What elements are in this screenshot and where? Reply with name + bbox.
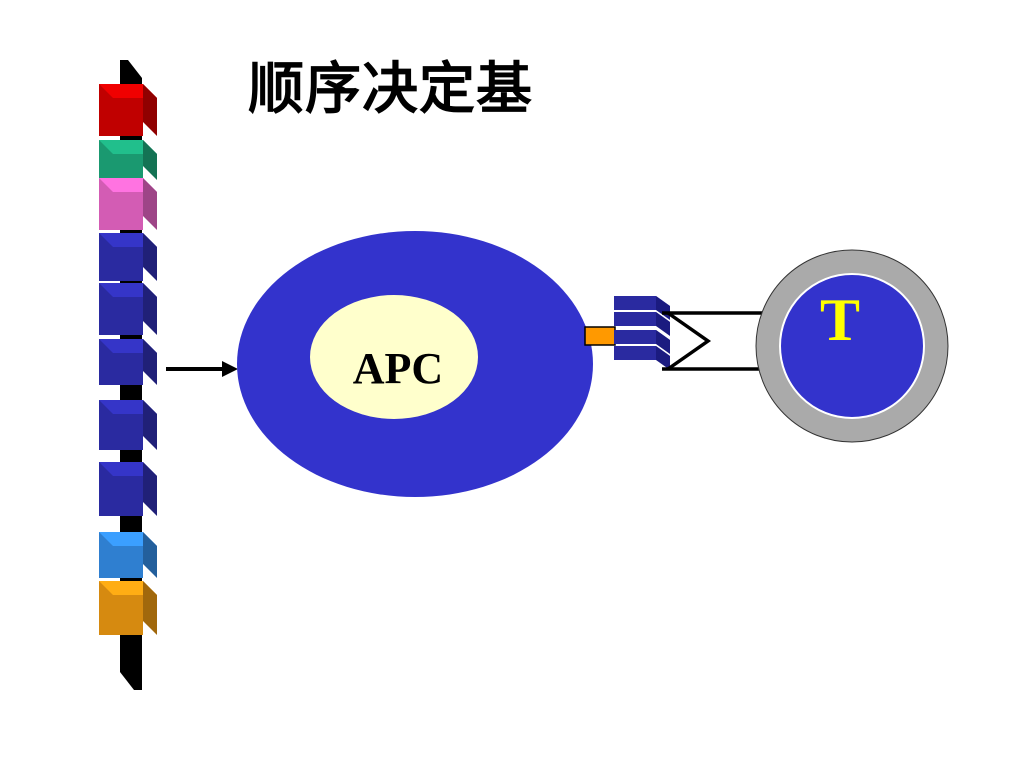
block-side-face [143, 400, 157, 450]
block-top-face [99, 400, 157, 414]
block-side-face [143, 532, 157, 578]
blue-block-5 [99, 462, 157, 516]
blue-block-4 [99, 400, 157, 450]
block-top-face [99, 581, 157, 595]
block-side-face [143, 233, 157, 281]
red-block [99, 84, 157, 136]
peptide [584, 326, 616, 346]
blue-block-3 [99, 339, 157, 385]
block-side-face [143, 462, 157, 516]
protein-chain [99, 60, 157, 690]
orange-block [99, 581, 157, 635]
receptor-connector [662, 311, 768, 371]
t-cell: T [755, 249, 949, 443]
receptor-block [614, 346, 670, 370]
chain-blocks [99, 84, 157, 635]
block-side-face [143, 339, 157, 385]
receptor-block [614, 330, 670, 354]
apc-label: APC [353, 344, 443, 393]
block-side-face [143, 178, 157, 230]
receptor-block [614, 312, 670, 336]
block-side-face [143, 581, 157, 635]
slide-title: 顺序决定基 [248, 57, 533, 122]
block-top-face [99, 462, 157, 476]
t-cell-label: T [820, 287, 860, 353]
block-side-face [143, 84, 157, 136]
apc-cell: APC [237, 231, 593, 497]
block-side-face [143, 140, 157, 180]
block-top-face [99, 140, 157, 154]
blue-block-2 [99, 283, 157, 335]
block-top-face [99, 178, 157, 192]
arrow [166, 361, 238, 377]
blue-block-1 [99, 233, 157, 281]
block-top-face [99, 283, 157, 297]
apc-nucleus [310, 295, 478, 419]
block-top-face [99, 532, 157, 546]
block-top-face [99, 84, 157, 98]
receptor-stack [614, 296, 670, 370]
pink-block [99, 178, 157, 230]
green-block [99, 140, 157, 180]
block-side-face [143, 283, 157, 335]
t-cell-body [779, 273, 925, 419]
arrow-head [222, 361, 238, 377]
block-top-face [99, 233, 157, 247]
light-blue-block [99, 532, 157, 578]
block-top-face [99, 339, 157, 353]
